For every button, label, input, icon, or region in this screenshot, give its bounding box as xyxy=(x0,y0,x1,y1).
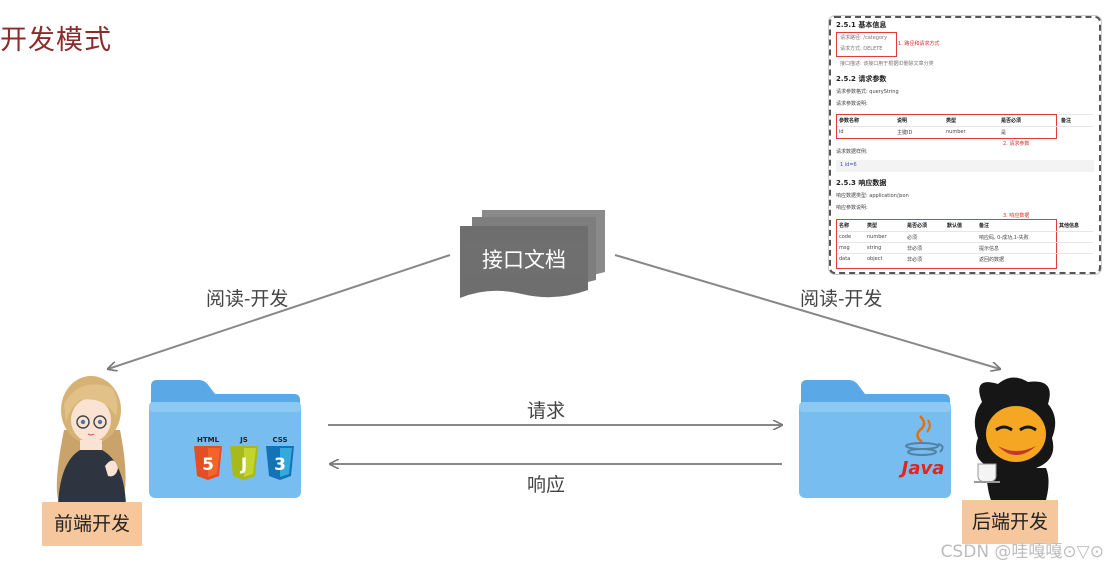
param-header-2: 类型 xyxy=(946,118,957,124)
api-doc-path: 请求路径: /category xyxy=(840,35,888,41)
api-doc-note3: 3. 响应数据 xyxy=(1003,213,1030,219)
param-header-3: 是否必须 xyxy=(1001,118,1022,124)
page-title: 开发模式 xyxy=(0,25,112,56)
resp-cell-0-2: 必须 xyxy=(907,235,918,241)
param-cell-1: 主键ID xyxy=(897,130,913,136)
edge-label-left: 阅读-开发 xyxy=(206,288,289,310)
resp-cell-0-4: 响应码, 0-成功,1-失败 xyxy=(979,235,1029,241)
api-doc-resp-type: 响应数据类型: application/json xyxy=(836,193,909,199)
frontend-avatar xyxy=(56,376,126,505)
api-doc-sec2-title: 2.5.2 请求参数 xyxy=(836,75,887,83)
edge-label-request: 请求 xyxy=(527,400,566,422)
html-logo-label: HTML xyxy=(196,436,220,444)
svg-text:3: 3 xyxy=(274,455,286,475)
watermark: CSDN @哇嘎嘎⊙▽⊙ xyxy=(940,542,1104,562)
param-cell-0: id xyxy=(839,129,844,135)
edge-label-response: 响应 xyxy=(527,474,566,496)
api-doc-sec3-title: 2.5.3 响应数据 xyxy=(836,179,887,187)
param-cell-3: 是 xyxy=(1001,130,1007,136)
css-logo-label: CSS xyxy=(272,436,288,444)
api-doc-method: 请求方式: DELETE xyxy=(840,46,883,52)
api-doc-param-desc: 请求参数说明: xyxy=(836,101,868,107)
resp-cell-2-0: data xyxy=(839,256,851,262)
resp-header-2: 是否必须 xyxy=(907,223,928,229)
svg-text:J: J xyxy=(240,455,247,475)
api-doc-resp-desc: 响应参数说明: xyxy=(836,205,868,211)
resp-cell-2-1: object xyxy=(867,256,883,262)
api-doc-desc: 接口描述: 该接口用于根据ID删除文章分类 xyxy=(840,61,934,67)
arrow-doc-to-backend xyxy=(614,254,1000,369)
api-doc-screenshot: 2.5.1 基本信息 请求路径: /category 请求方式: DELETE … xyxy=(829,16,1101,274)
java-cup-icon xyxy=(905,415,944,456)
resp-cell-1-1: string xyxy=(867,245,882,251)
highlight-box-1 xyxy=(836,32,897,57)
resp-header-3: 默认值 xyxy=(947,223,963,229)
backend-avatar xyxy=(974,377,1056,507)
resp-cell-0-0: code xyxy=(839,234,852,240)
resp-cell-2-4: 返回的数据 xyxy=(979,257,1005,263)
api-doc-note1: 1. 路径和请求方式 xyxy=(898,41,940,47)
js-icon: J xyxy=(230,446,258,480)
api-doc-param-format: 请求参数格式: queryString xyxy=(836,89,899,95)
api-doc-sec1-title: 2.5.1 基本信息 xyxy=(836,21,887,29)
frontend-folder-icon xyxy=(149,380,301,498)
backend-folder-icon xyxy=(799,380,951,498)
arrow-doc-to-frontend xyxy=(108,254,451,369)
edge-label-right: 阅读-开发 xyxy=(800,288,883,310)
resp-header-0: 名称 xyxy=(839,223,850,229)
api-doc-node: 接口文档 xyxy=(460,210,610,305)
api-doc-example-label: 请求数据样例: xyxy=(836,149,868,155)
resp-cell-1-0: msg xyxy=(839,245,850,251)
api-doc-label: 接口文档 xyxy=(460,244,588,274)
resp-cell-1-2: 非必须 xyxy=(907,246,923,252)
html5-icon: 5 xyxy=(194,446,222,480)
svg-text:5: 5 xyxy=(202,455,214,475)
backend-role-label: 后端开发 xyxy=(962,500,1058,544)
resp-header-4: 备注 xyxy=(979,223,990,229)
highlight-box-3 xyxy=(836,219,1057,269)
code-block: 1 id=6 xyxy=(836,160,1094,172)
css3-icon: 3 xyxy=(266,446,294,480)
api-doc-note2: 2. 请求参数 xyxy=(1003,141,1030,147)
api-doc-example-code: 1 id=6 xyxy=(840,162,857,168)
resp-cell-1-4: 提示信息 xyxy=(979,246,1000,252)
java-logo-label: Java xyxy=(901,458,945,479)
web-tech-logos: HTML 5 JS J CSS 3 xyxy=(193,436,295,486)
resp-header-1: 类型 xyxy=(867,223,878,229)
js-logo-label: JS xyxy=(240,436,248,444)
param-header-1: 说明 xyxy=(897,118,908,124)
param-header-4: 备注 xyxy=(1061,118,1072,124)
param-cell-2: number xyxy=(946,129,966,135)
param-header-0: 参数名称 xyxy=(839,118,860,124)
frontend-role-label: 前端开发 xyxy=(42,502,142,546)
resp-header-5: 其他信息 xyxy=(1059,223,1080,229)
resp-cell-0-1: number xyxy=(867,234,887,240)
resp-cell-2-2: 非必须 xyxy=(907,257,923,263)
